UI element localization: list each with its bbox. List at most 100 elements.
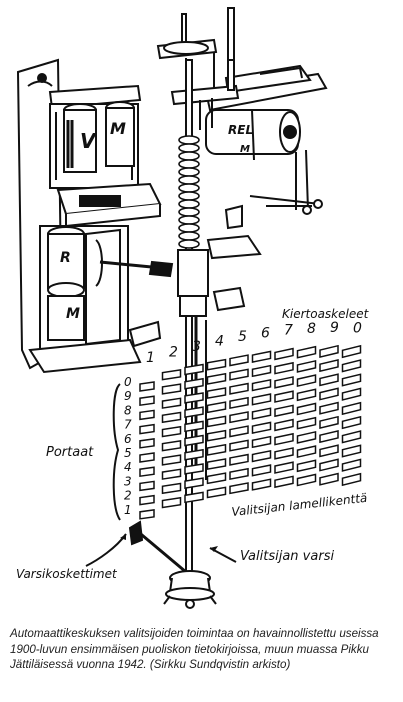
level-number: 4: [124, 460, 132, 474]
spiral-turn: [178, 151, 200, 161]
shaft-spiral: [178, 135, 200, 249]
lamella-contact: [206, 358, 227, 371]
lamella-contact: [229, 382, 249, 395]
lamella-contact: [319, 444, 339, 458]
label-m-upper: M: [110, 119, 126, 138]
level-number: 6: [124, 432, 132, 446]
lamella-contact: [251, 407, 272, 420]
lamella-contact: [274, 390, 294, 403]
level-number: 1: [124, 503, 132, 517]
lamella-contact: [229, 453, 249, 466]
lamella-contact: [296, 416, 317, 430]
lamella-contact: [319, 387, 339, 401]
lamella-contact: [296, 374, 317, 388]
lamella-contact: [319, 344, 339, 358]
lamella-contact: [341, 387, 362, 401]
lamella-contact: [341, 458, 362, 472]
lamella-contact: [139, 381, 155, 392]
lamella-contact: [229, 396, 249, 410]
lamella-contact: [161, 397, 182, 409]
column-number: 6: [261, 325, 270, 341]
lamella-contact: [341, 430, 362, 444]
lamella-contact: [184, 491, 204, 504]
lamella-contact: [184, 420, 204, 433]
label-v: V: [80, 129, 97, 153]
lamella-contact: [341, 373, 362, 387]
spiral-turn: [178, 215, 200, 225]
spiral-turn: [178, 183, 200, 193]
column-number: 4: [215, 334, 224, 350]
lamella-contact: [161, 468, 182, 480]
label-r: R: [60, 250, 71, 266]
lamella-contact: [251, 421, 272, 434]
levels-bracket: [112, 383, 121, 521]
lamella-contact: [251, 478, 272, 491]
lamella-contact: [251, 464, 272, 477]
spiral-turn: [178, 159, 200, 169]
lamella-contact: [296, 402, 317, 416]
lamella-contact: [251, 364, 272, 378]
spiral-turn: [178, 223, 200, 233]
label-m-relay: M: [240, 144, 250, 155]
lamella-contact: [161, 383, 182, 395]
lamella-contact: [319, 430, 339, 444]
lamella-contact: [319, 373, 339, 387]
lamella-contact: [229, 368, 249, 381]
lamella-contact: [139, 480, 155, 492]
column-number: 5: [238, 329, 247, 345]
spiral-turn: [178, 199, 200, 209]
lamella-contact: [274, 461, 294, 474]
spiral-turn: [178, 143, 200, 153]
figure-caption: Automaattikeskuksen valitsijoiden toimin…: [10, 627, 379, 672]
lamella-contact: [161, 454, 182, 466]
column-number: 3: [192, 339, 201, 355]
lamella-contact: [274, 432, 294, 446]
lamella-contact: [161, 440, 182, 452]
column-number: 1: [146, 350, 155, 366]
lamella-contact: [206, 486, 227, 499]
lamella-contact: [274, 361, 294, 375]
selector-shaft: [177, 59, 323, 581]
lamella-contact: [296, 430, 317, 444]
lamella-contact: [319, 401, 339, 415]
level-number: 2: [124, 489, 132, 503]
lamella-contact: [139, 395, 155, 407]
lamella-contact: [319, 415, 339, 429]
lamella-contact: [319, 458, 339, 472]
lamella-field: [139, 344, 362, 520]
lamella-contact: [206, 387, 227, 400]
lamella-contact: [139, 466, 155, 478]
level-number: 8: [124, 403, 132, 417]
lamella-contact: [229, 354, 249, 367]
lamella-contact: [161, 482, 182, 495]
lamella-contact: [184, 406, 204, 418]
lamella-contact: [184, 477, 204, 489]
lamella-contact: [206, 429, 227, 442]
lamella-contact: [161, 425, 182, 438]
lamella-contact: [161, 496, 182, 509]
contact-arm: [128, 520, 217, 609]
level-number: 0: [124, 375, 132, 389]
column-number: 2: [169, 344, 178, 360]
lamella-contact: [206, 472, 227, 485]
lamella-contact: [274, 418, 294, 432]
lamella-contact: [274, 447, 294, 460]
label-lamellikentta: Valitsijan lamellikenttä: [231, 491, 368, 519]
spiral-turn: [178, 231, 200, 241]
spiral-turn: [178, 167, 200, 177]
label-portaat: Portaat: [46, 445, 94, 460]
column-number: 7: [284, 323, 293, 339]
lamella-contact: [251, 435, 272, 449]
lamella-contact: [274, 376, 294, 389]
lamella-contact: [251, 350, 272, 363]
lamella-contact: [206, 458, 227, 471]
label-valitsijan-varsi: Valitsijan varsi: [240, 549, 334, 564]
lamella-contact: [206, 443, 227, 456]
lamella-contact: [206, 372, 227, 385]
column-number: 8: [307, 321, 316, 337]
level-number: 3: [124, 474, 132, 488]
lamella-contact: [341, 415, 362, 430]
